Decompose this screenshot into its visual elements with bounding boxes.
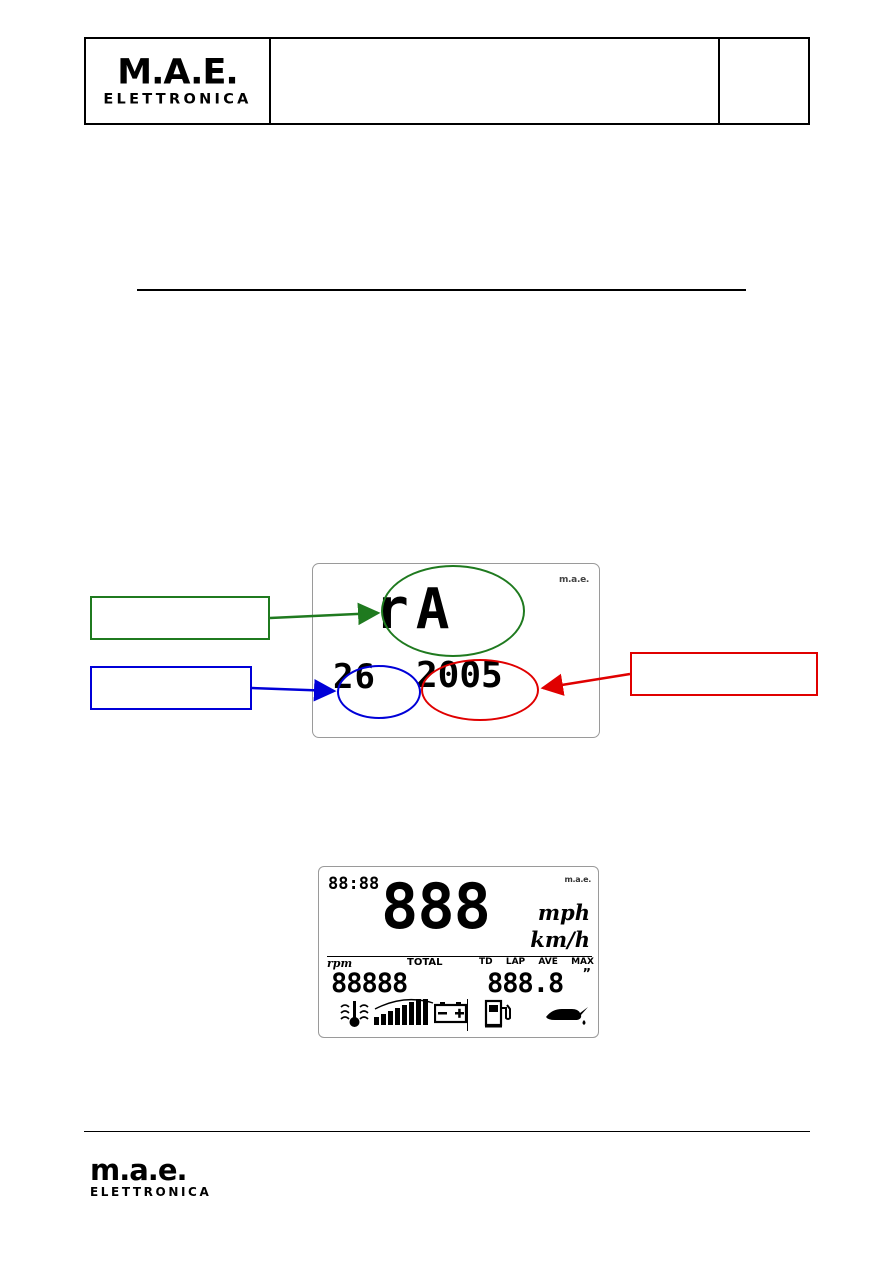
lcd-brand-mark: m.a.e. — [558, 575, 589, 585]
arrow-blue — [251, 679, 337, 702]
mae-logo-sub: ELETTRONICA — [103, 91, 252, 108]
lcd-clock-value: 88:88 — [328, 874, 380, 894]
header-logo-cell: M.A.E. ELETTRONICA — [86, 39, 271, 123]
highlight-ellipse-blue — [337, 665, 421, 719]
arrow-green — [269, 602, 381, 626]
highlight-ellipse-green — [381, 565, 525, 657]
lcd-brand-mark: m.a.e. — [564, 875, 592, 884]
footer-logo-sub: ELETTRONICA — [90, 1185, 212, 1199]
lcd-seconds-mark: ” — [582, 967, 591, 982]
lcd-label-max: MAX — [571, 957, 594, 967]
lcd-icon-row — [319, 997, 598, 1037]
callout-arrows — [251, 602, 631, 702]
lcd-label-td: TD — [479, 957, 493, 967]
lcd-unit-mph: mph — [537, 900, 590, 925]
footer-mae-logo: m.a.e. ELETTRONICA — [90, 1153, 212, 1199]
lcd-label-lap: LAP — [505, 957, 526, 967]
rpm-bargraph-icon — [374, 999, 428, 1025]
lcd-unit-kmh: km/h — [530, 927, 590, 952]
fuel-pump-icon — [484, 999, 511, 1028]
oil-can-icon — [546, 1007, 588, 1025]
mae-logo: M.A.E. ELETTRONICA — [103, 55, 251, 107]
lcd-label-ave: AVE — [538, 957, 558, 967]
section-divider-top — [137, 289, 746, 291]
figure-callout-diagram: m.a.e. rA 26 2005 — [84, 555, 824, 745]
callout-box-green — [90, 596, 270, 640]
callout-box-red — [630, 652, 818, 696]
lcd-icon-divider — [467, 999, 468, 1031]
lcd-trip-labels: TD LAP AVE MAX — [479, 957, 594, 967]
arrow-red — [540, 672, 631, 696]
lcd-label-rpm: rpm — [327, 957, 353, 970]
coolant-temp-icon — [340, 1001, 369, 1027]
lcd-lap-value: 888.8 — [487, 968, 564, 999]
lcd-speed-value: 888 — [381, 870, 491, 943]
lcd-divider — [327, 956, 592, 957]
callout-box-blue — [90, 666, 252, 710]
figure-full-lcd-display: 88:88 m.a.e. 888 mph km/h rpm TOTAL TD L… — [318, 866, 599, 1038]
mae-logo-main: M.A.E. — [117, 52, 238, 93]
header-page-cell — [720, 39, 808, 123]
lcd-odometer-value: 88888 — [331, 968, 408, 999]
battery-icon — [434, 1002, 468, 1024]
lcd-label-total: TOTAL — [407, 957, 443, 968]
footer-divider — [84, 1131, 810, 1132]
highlight-ellipse-red — [421, 659, 539, 721]
rpm-bargraph-arc-icon — [374, 998, 434, 1010]
header-title-cell — [271, 39, 720, 123]
footer-logo-main: m.a.e. — [90, 1153, 188, 1187]
document-header-table: M.A.E. ELETTRONICA — [84, 37, 810, 125]
